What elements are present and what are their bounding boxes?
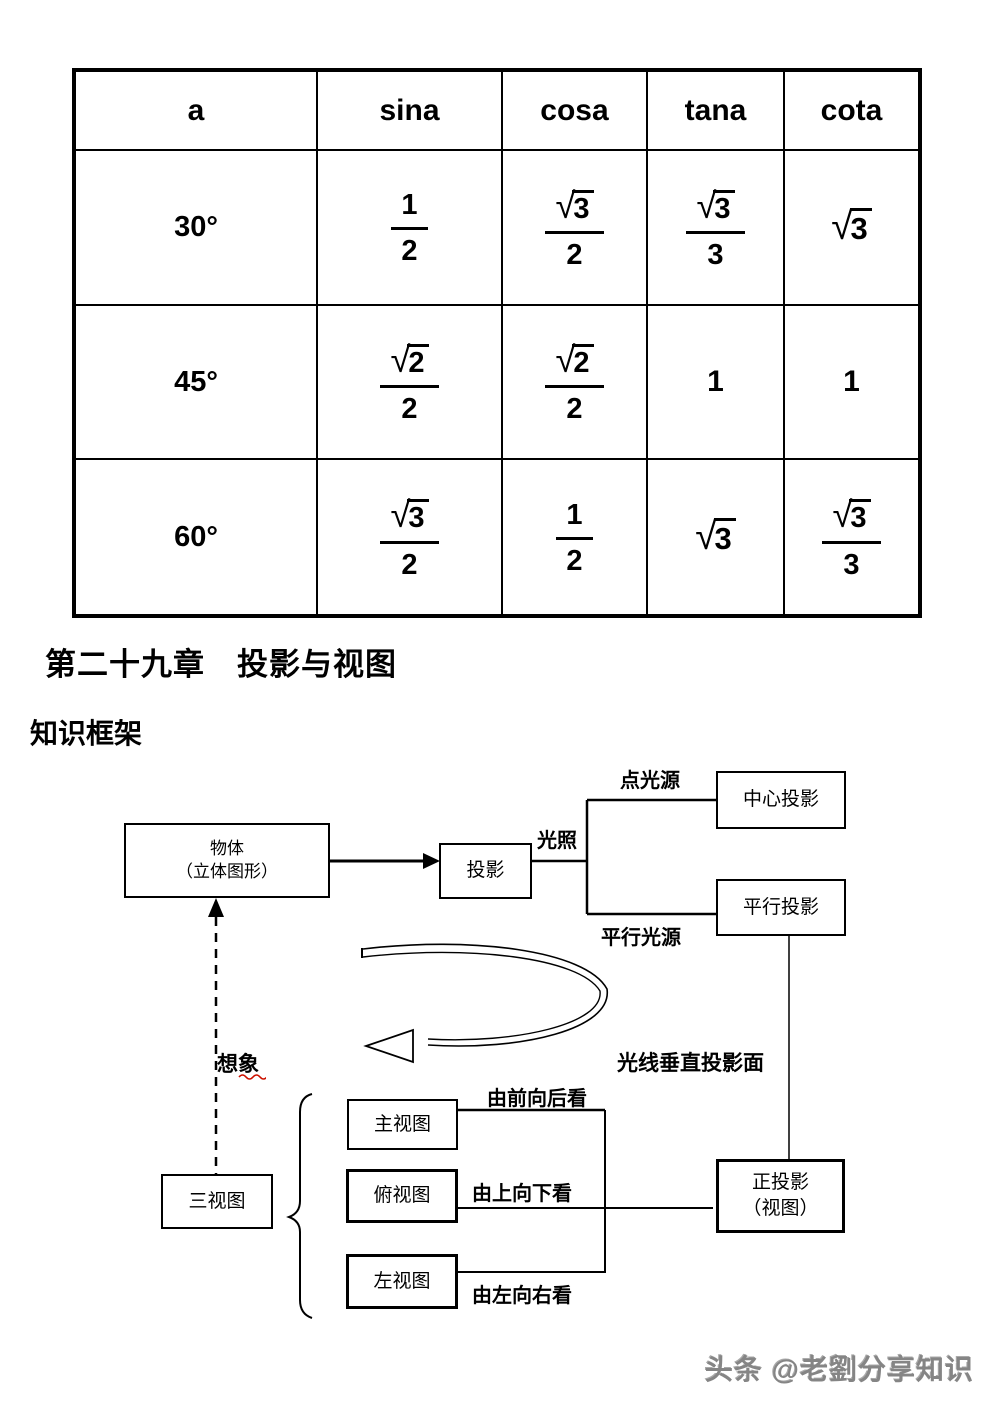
box-three-views-label: 三视图	[188, 1190, 246, 1212]
box-side-view-label: 左视图	[373, 1270, 431, 1292]
red-squiggle-underline-icon	[238, 1074, 266, 1080]
box-front-view-label: 主视图	[373, 1113, 431, 1135]
box-three-views: 三视图	[161, 1174, 273, 1229]
section-heading: 知识框架	[30, 718, 143, 749]
label-perpendicular: 光线垂直投影面	[617, 1052, 764, 1075]
table-value: √3	[695, 515, 736, 558]
box-central-projection: 中心投影	[716, 771, 846, 829]
curved-arrow-outer	[362, 943, 608, 1047]
table-cell: 1	[646, 303, 785, 461]
box-top-view-label: 俯视图	[373, 1185, 431, 1207]
box-central-projection-label: 中心投影	[742, 789, 819, 811]
up-arrowhead-icon	[208, 898, 224, 917]
label-front-to-back: 由前向后看	[487, 1088, 587, 1110]
label-left-to-right: 由左向右看	[472, 1285, 572, 1307]
table-angle-cell: 30°	[73, 149, 318, 306]
box-parallel-projection: 平行投影	[716, 879, 846, 936]
table-header-cell: cota	[783, 69, 921, 151]
table-header-cell: sina	[316, 69, 503, 151]
right-arrowhead-icon	[423, 853, 440, 869]
watermark: 头条 @老劉分享知识	[704, 1354, 974, 1385]
table-angle-cell: 60°	[73, 458, 318, 617]
knowledge-framework-diagram: 物体 （立体图形） 投影 中心投影 平行投影 正投影 （视图） 三视图 主视图 …	[0, 760, 992, 1340]
box-ortho-projection: 正投影 （视图）	[716, 1159, 845, 1233]
curly-brace-icon	[286, 1093, 313, 1319]
box-top-view: 俯视图	[346, 1169, 458, 1223]
table-cell: √3	[646, 458, 785, 617]
box-object-line1: 物体	[210, 838, 244, 858]
box-ortho-line1: 正投影	[751, 1172, 809, 1194]
flowchart-lines	[208, 798, 790, 1319]
label-light: 光照	[537, 830, 577, 852]
box-projection-label: 投影	[466, 860, 505, 882]
box-object-line2: （立体图形）	[176, 861, 278, 881]
box-ortho-line2: （视图）	[742, 1198, 819, 1219]
box-front-view: 主视图	[347, 1099, 458, 1150]
label-top-to-bottom: 由上向下看	[472, 1183, 572, 1205]
box-projection: 投影	[439, 843, 532, 899]
table-value: 1	[843, 365, 860, 399]
table-value: 1	[707, 365, 724, 399]
table-value: √3	[831, 205, 872, 248]
curved-arrow-inner	[362, 951, 601, 1041]
table-header-cell: cosa	[501, 69, 648, 151]
table-header-cell: tana	[646, 69, 785, 151]
box-side-view: 左视图	[346, 1254, 458, 1309]
chapter-heading: 第二十九章 投影与视图	[45, 647, 397, 682]
label-imagine: 想象	[217, 1053, 259, 1076]
table-angle-cell: 45°	[73, 303, 318, 461]
left-hollow-arrowhead-icon	[363, 1028, 414, 1064]
box-object: 物体 （立体图形）	[124, 823, 330, 898]
box-parallel-projection-label: 平行投影	[742, 896, 819, 918]
table-header-cell: a	[73, 69, 318, 151]
label-point-source: 点光源	[620, 770, 680, 792]
table-cell: √3	[783, 149, 921, 306]
table-cell: 1	[783, 303, 921, 461]
label-parallel-source: 平行光源	[601, 927, 681, 949]
